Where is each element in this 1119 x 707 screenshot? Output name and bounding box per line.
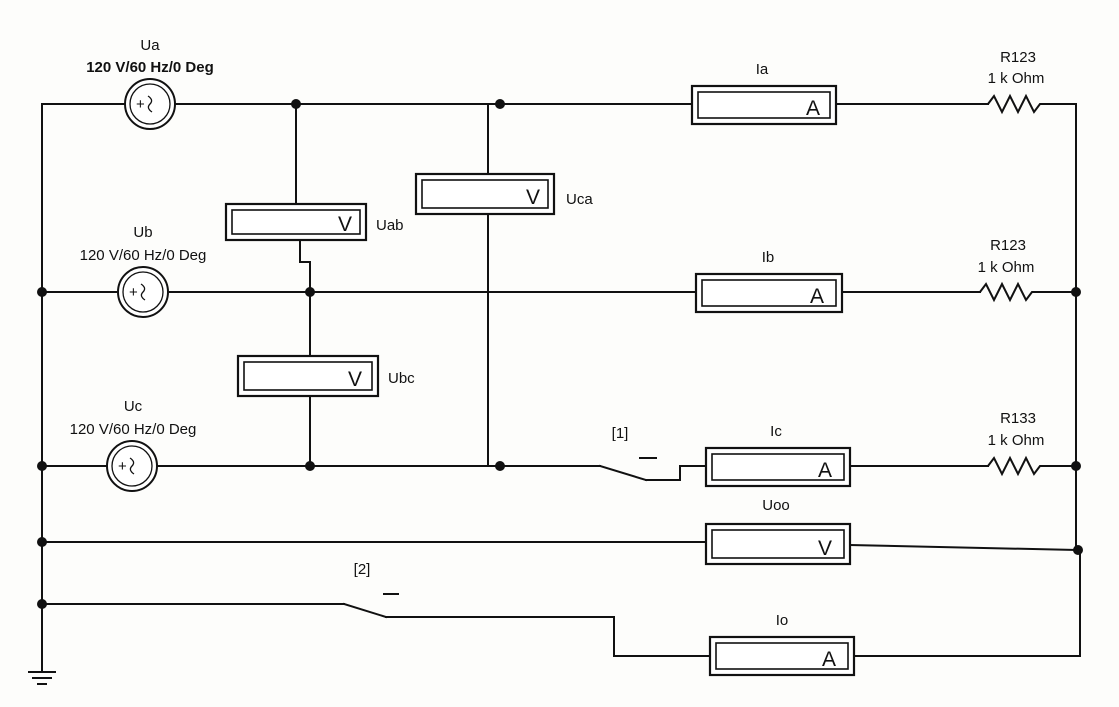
- resistor-ra-value: 1 k Ohm: [988, 70, 1045, 87]
- resistor-rc[interactable]: R133 1 k Ohm: [987, 410, 1046, 477]
- plus-sign: +: [136, 96, 145, 113]
- voltmeter-ubc-label: Ubc: [388, 370, 415, 387]
- ammeter-ia-label: Ia: [756, 61, 769, 78]
- resistor-rc-value: 1 k Ohm: [988, 432, 1045, 449]
- ammeter-symbol: A: [806, 97, 820, 120]
- source-ua-name: Ua: [140, 37, 160, 54]
- switch-2-label: [2]: [354, 561, 371, 578]
- switch-1-label: [1]: [612, 425, 629, 442]
- ammeter-ic-label: Ic: [770, 423, 782, 440]
- source-uc[interactable]: + Uc 120 V/60 Hz/0 Deg: [70, 398, 197, 492]
- switch-2[interactable]: [2]: [342, 561, 399, 619]
- voltmeter-symbol: V: [338, 213, 352, 236]
- junction-nodes: [37, 99, 1083, 609]
- voltmeter-uca-label: Uca: [566, 191, 593, 208]
- plus-sign: +: [129, 284, 138, 301]
- ammeter-symbol: A: [818, 459, 832, 482]
- ammeter-ic[interactable]: A Ic: [704, 423, 852, 488]
- source-ub-spec: 120 V/60 Hz/0 Deg: [80, 247, 207, 264]
- switch-1[interactable]: [1]: [598, 425, 681, 482]
- voltmeter-uab-label: Uab: [376, 217, 404, 234]
- ammeter-symbol: A: [822, 648, 836, 671]
- voltmeter-uoo[interactable]: V Uoo: [704, 497, 852, 566]
- plus-sign: +: [118, 458, 127, 475]
- ammeter-ia[interactable]: A Ia: [690, 61, 838, 126]
- voltmeter-uca[interactable]: V Uca: [414, 172, 593, 216]
- ammeter-ib[interactable]: A Ib: [694, 249, 844, 314]
- voltmeter-symbol: V: [818, 537, 832, 560]
- ammeter-ib-label: Ib: [762, 249, 775, 266]
- resistor-rb-name: R123: [990, 237, 1026, 254]
- source-uc-name: Uc: [124, 398, 143, 415]
- source-ub[interactable]: + Ub 120 V/60 Hz/0 Deg: [80, 224, 207, 318]
- ammeter-io[interactable]: A Io: [708, 612, 856, 677]
- resistor-ra[interactable]: R123 1 k Ohm: [987, 49, 1046, 115]
- voltmeter-uab[interactable]: V Uab: [224, 202, 404, 242]
- wiring: [41, 103, 1081, 663]
- source-uc-spec: 120 V/60 Hz/0 Deg: [70, 421, 197, 438]
- resistor-rb-value: 1 k Ohm: [978, 259, 1035, 276]
- resistor-rc-name: R133: [1000, 410, 1036, 427]
- voltmeter-symbol: V: [348, 368, 362, 391]
- ammeter-io-label: Io: [776, 612, 789, 629]
- source-ua[interactable]: + Ua 120 V/60 Hz/0 Deg: [86, 37, 214, 130]
- resistor-rb[interactable]: R123 1 k Ohm: [978, 237, 1040, 303]
- resistor-ra-name: R123: [1000, 49, 1036, 66]
- ammeter-symbol: A: [810, 285, 824, 308]
- source-ua-spec: 120 V/60 Hz/0 Deg: [86, 59, 214, 76]
- voltmeter-uoo-label: Uoo: [762, 497, 790, 514]
- voltmeter-ubc[interactable]: V Ubc: [236, 354, 415, 398]
- voltmeter-symbol: V: [526, 186, 540, 209]
- ground-symbol: [28, 662, 56, 685]
- source-ub-name: Ub: [133, 224, 152, 241]
